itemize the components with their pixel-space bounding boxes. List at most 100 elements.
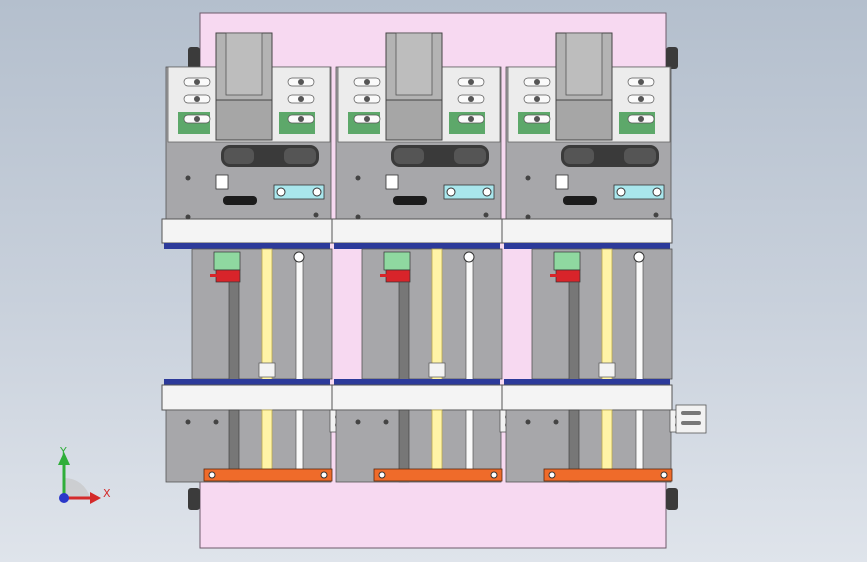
triad-rotation-arc: [64, 477, 90, 498]
plate-screw: [313, 212, 319, 218]
bracket-screw: [534, 96, 540, 102]
upper-rail: [164, 243, 330, 249]
guide-rod-lower: [431, 409, 443, 471]
upper-rail: [334, 243, 500, 249]
shaft-lower: [465, 409, 474, 471]
triad-y-arrow: [58, 452, 70, 465]
bracket-screw: [638, 79, 644, 85]
lower-rail: [334, 379, 500, 385]
nut-block: [563, 196, 597, 205]
bracket-screw: [194, 79, 200, 85]
triad-z-axis: [59, 493, 69, 503]
plate-screw: [355, 214, 361, 220]
sensor-head: [553, 251, 581, 271]
bracket-screw: [298, 96, 304, 102]
bolt-bottom-right: [666, 488, 678, 510]
lead-screw-lower: [568, 409, 580, 471]
motor-flange: [215, 99, 273, 141]
sensor-head: [213, 251, 241, 271]
shaft-cap: [293, 251, 305, 263]
bottom-screw: [378, 471, 386, 479]
nut-block: [393, 196, 427, 205]
plate-screw: [525, 175, 531, 181]
motor-core: [395, 32, 433, 96]
shaft-lower: [635, 409, 644, 471]
bottom-screw: [208, 471, 216, 479]
bottom-screw: [490, 471, 498, 479]
motor-core: [225, 32, 263, 96]
bottom-screw: [320, 471, 328, 479]
triad-x-arrow: [90, 492, 101, 504]
bracket-screw: [298, 116, 304, 122]
sensor-tab: [380, 274, 388, 277]
nut-block: [223, 196, 257, 205]
bolt-top-left: [188, 47, 200, 69]
pulley-right: [454, 148, 486, 164]
motor-flange: [385, 99, 443, 141]
sensor-tab: [210, 274, 218, 277]
upper-crossbar: [161, 218, 333, 244]
pulley-right: [624, 148, 656, 164]
bottom-screw: [548, 471, 556, 479]
bracket-screw: [468, 79, 474, 85]
coupler: [385, 174, 399, 190]
plate-screw: [355, 175, 361, 181]
pulley-left: [394, 148, 424, 164]
plate-screw: [355, 419, 361, 425]
bearing-screw: [616, 187, 626, 197]
bracket-screw: [468, 96, 474, 102]
bearing-screw: [276, 187, 286, 197]
bottom-bar: [543, 468, 673, 482]
bracket-screw: [364, 116, 370, 122]
sensor-body: [555, 269, 581, 283]
bracket-screw: [364, 79, 370, 85]
bearing-screw: [652, 187, 662, 197]
lead-screw-lower: [228, 409, 240, 471]
plate-screw: [483, 212, 489, 218]
bearing-block: [443, 184, 495, 200]
bearing-screw: [446, 187, 456, 197]
sensor-body: [385, 269, 411, 283]
plate-screw: [553, 419, 559, 425]
module-1: [161, 32, 365, 483]
motor-core: [565, 32, 603, 96]
plate-screw: [185, 419, 191, 425]
bearing-block: [273, 184, 325, 200]
triad-y-label: Y: [59, 445, 67, 458]
sensor-tab: [550, 274, 558, 277]
sensor-body: [215, 269, 241, 283]
right-side-plate: [675, 404, 707, 434]
bracket-screw: [638, 96, 644, 102]
triad-x-label: X: [103, 487, 111, 500]
bracket-screw: [638, 116, 644, 122]
bottom-bar: [203, 468, 333, 482]
guide-bushing: [428, 362, 446, 378]
upper-rail: [504, 243, 670, 249]
bracket-screw: [534, 116, 540, 122]
bolt-bottom-left: [188, 488, 200, 510]
axis-triad: Y X: [58, 445, 111, 504]
bearing-block: [613, 184, 665, 200]
motor-flange: [555, 99, 613, 141]
plate-screw: [213, 419, 219, 425]
guide-bushing: [258, 362, 276, 378]
bracket-screw: [194, 116, 200, 122]
guide-rod-lower: [601, 409, 613, 471]
side-slot: [681, 421, 701, 425]
side-slot: [681, 411, 701, 415]
guide-bushing: [598, 362, 616, 378]
lower-crossbar: [161, 384, 333, 411]
bottom-screw: [660, 471, 668, 479]
lower-crossbar: [501, 384, 673, 411]
bracket-screw: [364, 96, 370, 102]
plate-screw: [653, 212, 659, 218]
bottom-bar: [373, 468, 503, 482]
bracket-screw: [194, 96, 200, 102]
pulley-left: [224, 148, 254, 164]
lead-screw-lower: [398, 409, 410, 471]
bracket-screw: [468, 116, 474, 122]
bolt-top-right: [666, 47, 678, 69]
sensor-head: [383, 251, 411, 271]
guide-rod-lower: [261, 409, 273, 471]
